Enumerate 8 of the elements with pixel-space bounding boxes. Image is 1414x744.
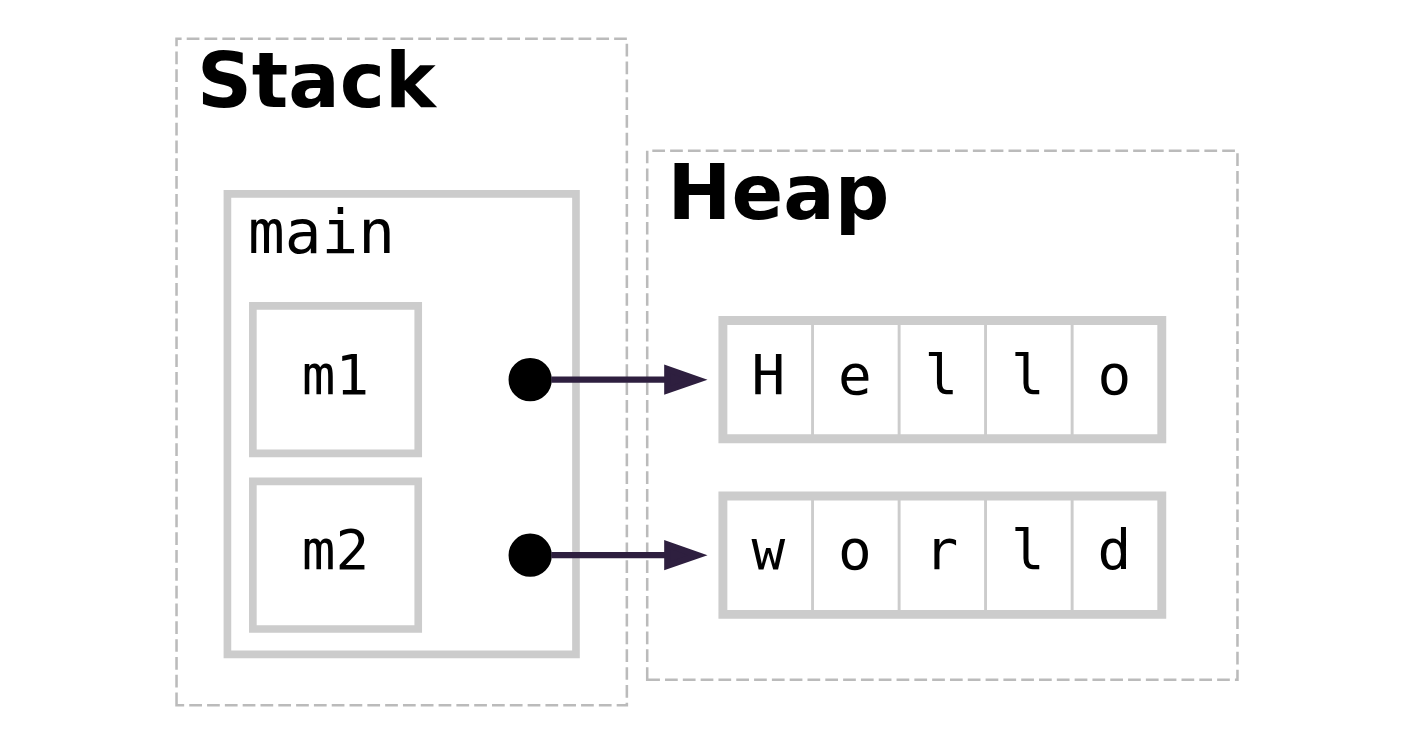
node-box: H e l l o [718,316,1167,444]
node-circle [508,358,552,402]
arrow [551,364,708,395]
node-box: m1 [249,302,423,458]
node-circle [508,533,552,577]
node-box: w o r l d [718,491,1167,619]
node-box: m2 [249,477,423,633]
arrow [551,540,708,571]
